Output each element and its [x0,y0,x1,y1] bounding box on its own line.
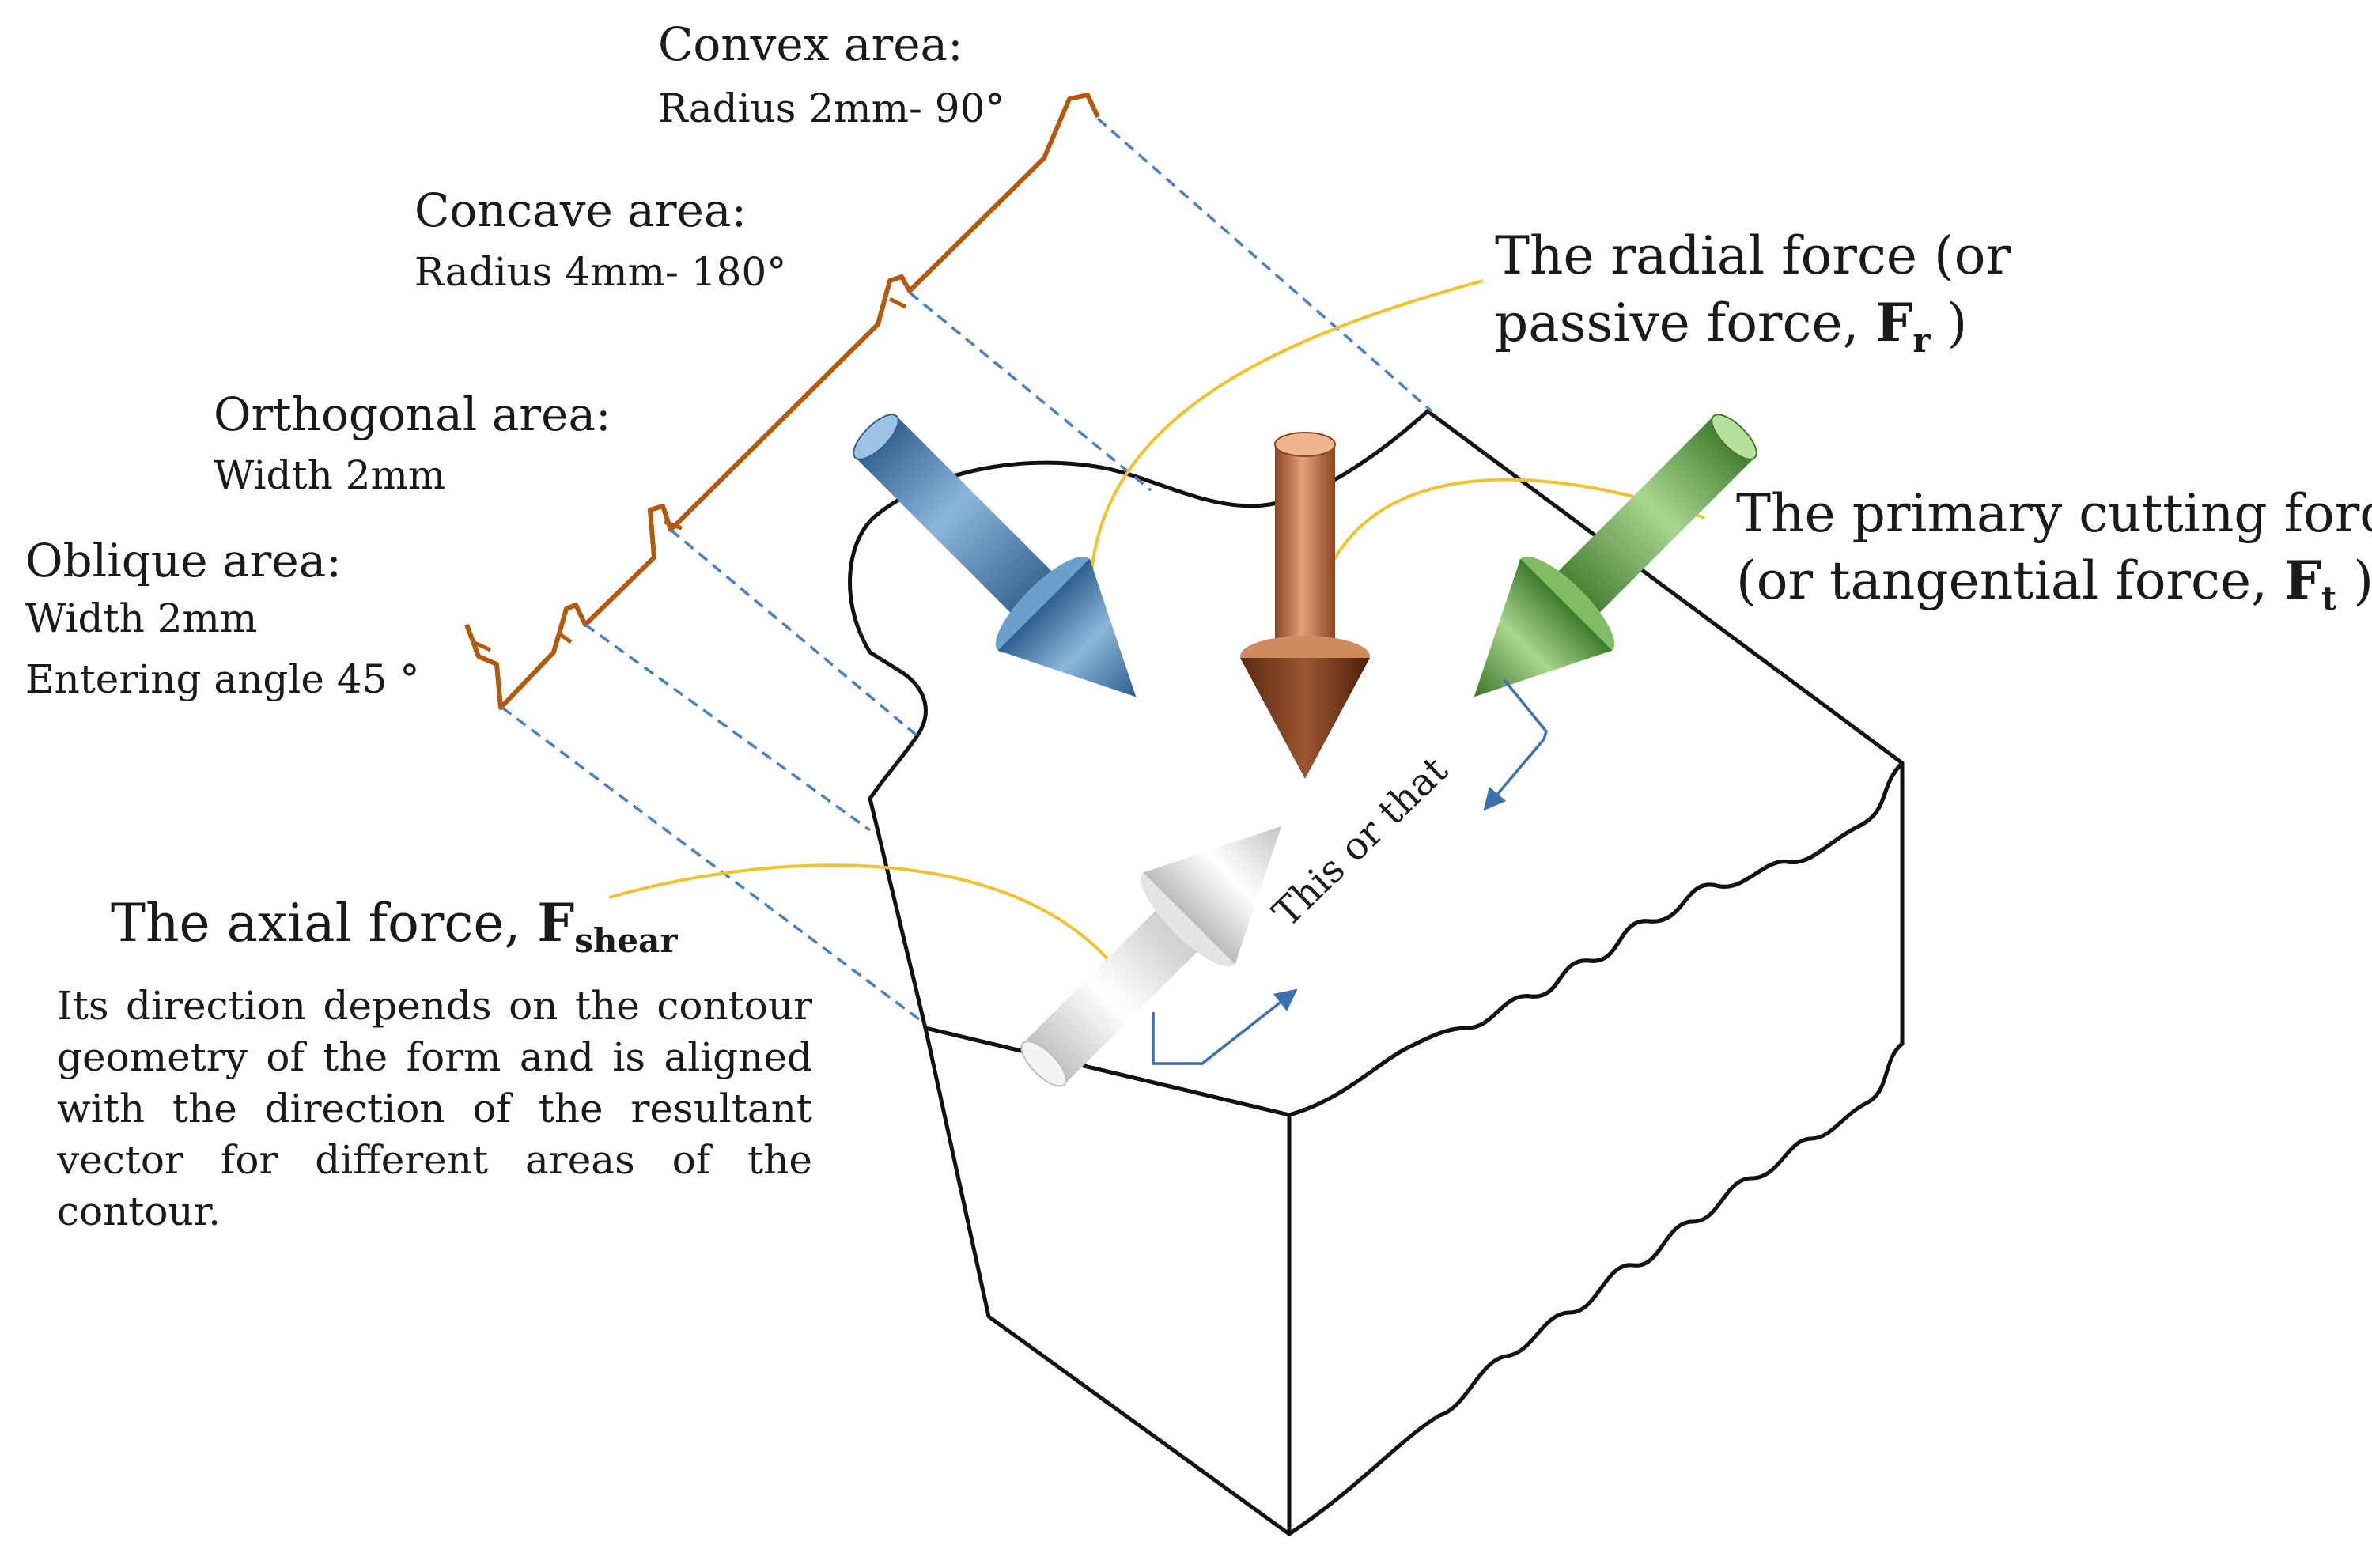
convex-area-title: Convex area: [658,17,963,71]
direction-bracket [1152,678,1548,1065]
oblique-area-title: Oblique area: [25,534,342,588]
radial-force-subscript: r [1912,321,1931,360]
primary-force-line1: The primary cutting force [1736,483,2372,544]
concave-area-title: Concave area: [414,183,747,237]
workpiece-right-face [1287,761,1905,1536]
workpiece-left-face [923,1026,1292,1536]
primary-force-arrow [1474,414,1757,697]
radial-force-suffix: ) [1930,293,1968,353]
concave-area-detail: Radius 4mm- 180° [414,249,787,295]
radial-force-symbol: F [1875,292,1913,353]
oblique-left-force-arrow [853,414,1137,697]
leader-line-radial [1088,279,1484,618]
primary-force-suffix: ) [2336,550,2372,611]
projection-line-oblique [501,706,927,1026]
radial-force-prefix: passive force, [1495,293,1876,353]
primary-force-prefix: (or tangential force, [1736,550,2284,611]
axial-force-subscript: shear [574,921,678,960]
tool-contour-profile [464,93,1100,710]
primary-force-subscript: t [2321,579,2337,618]
primary-force-label: The primary cutting force (or tangential… [1736,481,2372,632]
orthogonal-area-title: Orthogonal area: [214,387,611,441]
radial-force-line2: passive force, Fr ) [1495,289,2011,374]
projection-lines [501,117,1433,1026]
orthogonal-area-detail: Width 2mm [214,452,446,498]
axial-force-symbol: F [537,892,575,954]
axial-force-label: The axial force, Fshear [111,890,678,974]
oblique-area-entering-angle: Entering angle 45 ° [25,656,420,702]
convex-area-detail: Radius 2mm- 90° [658,85,1005,131]
workpiece-block [848,409,1905,1536]
projection-line-orthogonal-lower [584,623,872,832]
radial-force-label: The radial force (or passive force, Fr ) [1495,223,2011,374]
axial-force-prefix: The axial force, [111,893,538,954]
bracket-arrow-lower [1152,988,1298,1065]
primary-force-symbol: F [2283,550,2321,611]
axial-force-description: Its direction depends on the contour geo… [57,983,812,1234]
projection-line-concave [908,291,1152,492]
radial-force-line1: The radial force (or [1495,225,2011,286]
contour-tick-marks [471,297,907,652]
oblique-area-width: Width 2mm [25,595,258,641]
primary-force-line2: (or tangential force, Ft ) [1736,547,2372,632]
bracket-arrow-upper [1483,678,1548,811]
projection-line-orthogonal [669,528,923,741]
axial-force-arrow [1020,826,1282,1087]
leader-line-axial [608,863,1121,974]
projection-line-convex [1096,117,1433,413]
radial-force-arrow [1240,432,1370,779]
